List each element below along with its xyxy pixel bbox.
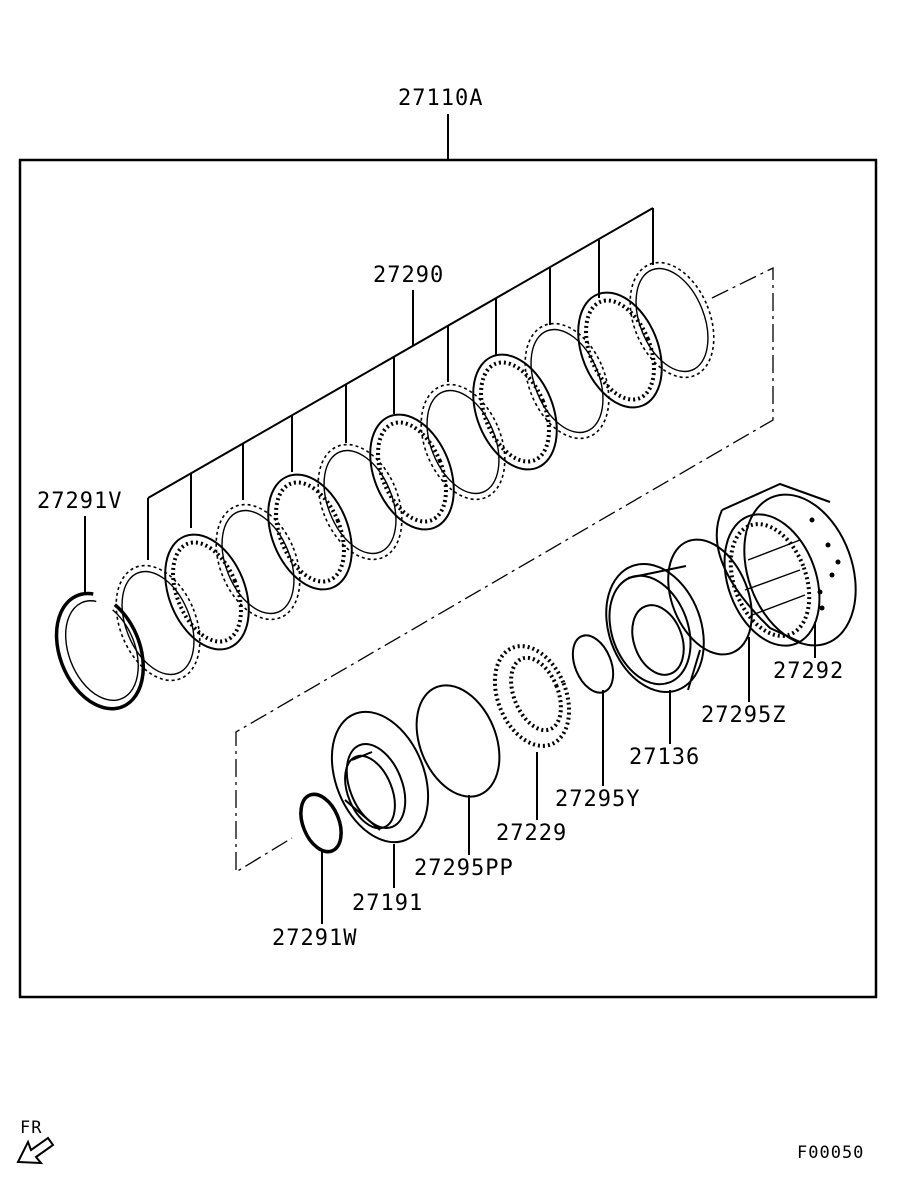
oring-z-part (667, 538, 753, 656)
label-seal-plate: 27191 (352, 891, 423, 916)
direction-label: FR (20, 1118, 42, 1138)
oring-pp-part (415, 684, 501, 798)
label-snap-ring-v: 27291V (37, 489, 122, 514)
plate-1 (115, 564, 201, 682)
assembly-label: 27110A (398, 86, 483, 111)
label-oring-pp: 27295PP (414, 856, 514, 881)
plate-5 (317, 443, 403, 561)
label-oring-y: 27295Y (555, 787, 640, 812)
plate-8 (472, 353, 558, 471)
spring-retainer-part (492, 644, 572, 748)
plate-3 (215, 503, 301, 621)
plate-11 (629, 261, 715, 379)
oring-y-part (571, 634, 615, 694)
plate-7 (420, 383, 506, 501)
piston-part (605, 563, 705, 693)
plate-10 (577, 291, 663, 409)
plate-9 (524, 322, 610, 440)
label-oring-z: 27295Z (701, 703, 786, 728)
label-plates: 27290 (373, 263, 444, 288)
front-direction-arrow-icon (16, 1136, 55, 1165)
snap-ring-v-part (54, 591, 145, 711)
label-drum: 27292 (773, 659, 844, 684)
sub-assembly-boundary (235, 266, 774, 874)
clutch-drum-part (715, 482, 857, 647)
seal-plate-part (330, 710, 430, 844)
plate-2 (164, 533, 250, 651)
plate-6 (369, 413, 455, 531)
label-snap-ring-w: 27291W (272, 926, 357, 951)
assembly-frame (18, 158, 878, 999)
diagram-code: F00050 (797, 1143, 864, 1163)
label-piston: 27136 (629, 745, 700, 770)
plates-leader-comb (147, 207, 654, 560)
snap-ring-w-part (299, 792, 343, 854)
plate-4 (267, 473, 353, 591)
label-spring-retainer: 27229 (496, 821, 567, 846)
